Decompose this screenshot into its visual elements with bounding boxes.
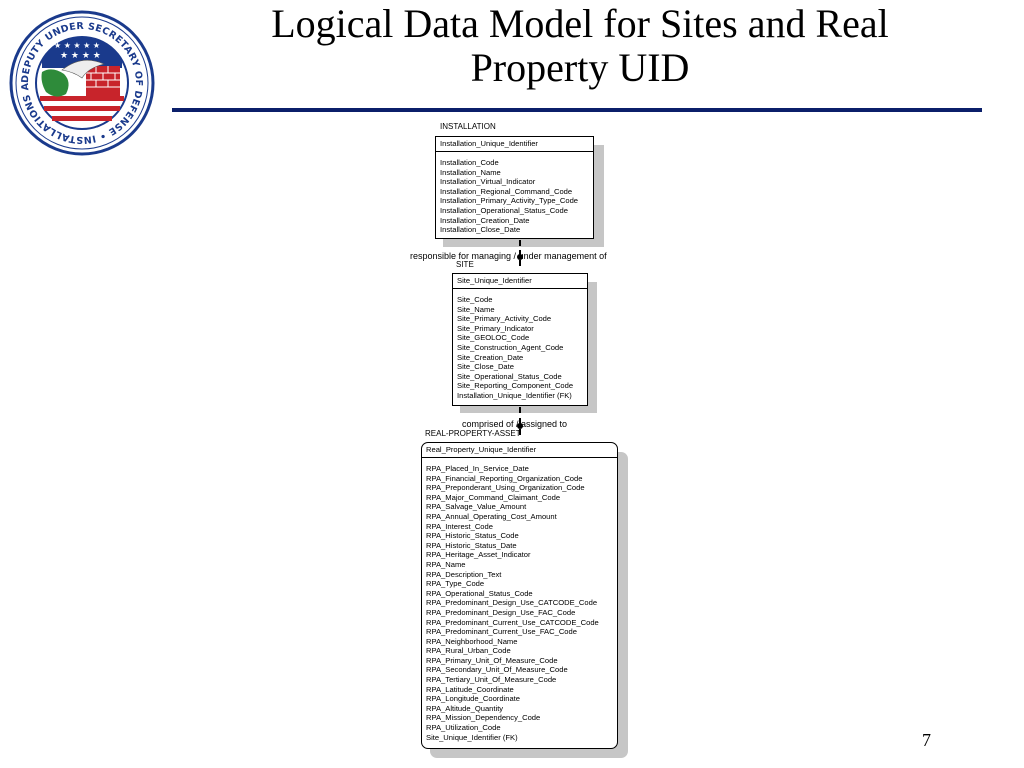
entity-attribute: RPA_Rural_Urban_Code [426, 646, 511, 656]
entity-attribute: RPA_Tertiary_Unit_Of_Measure_Code [426, 675, 557, 685]
entity-attribute: RPA_Secondary_Unit_Of_Measure_Code [426, 665, 568, 675]
entity-attribute: Installation_Regional_Command_Code [440, 186, 573, 196]
primary-key: Real_Property_Unique_Identifier [422, 443, 617, 458]
relationship-cardinality-dot [517, 254, 523, 260]
dusd-ie-seal-logo: ★ ★ ★ ★ ★ ★ ★ ★ ★ DEPUTY UNDER SECRETARY… [3, 2, 156, 156]
relationship-cardinality-dot [517, 423, 523, 429]
entity-attribute: RPA_Predominant_Design_Use_CATCODE_Code [426, 598, 598, 608]
entity-attribute: RPA_Altitude_Quantity [426, 703, 504, 713]
entity-attribute: Installation_Name [440, 167, 501, 177]
entity-attribute: RPA_Mission_Dependency_Code [426, 713, 541, 723]
entity-real-property-asset: Real_Property_Unique_Identifier RPA_Plac… [421, 442, 618, 749]
entity-attribute: RPA_Salvage_Value_Amount [426, 502, 527, 512]
entity-attribute: Installation_Virtual_Indicator [440, 177, 536, 187]
entity-attribute: RPA_Financial_Reporting_Organization_Cod… [426, 473, 583, 483]
entity-attribute: RPA_Major_Command_Claimant_Code [426, 492, 561, 502]
entity-attribute: Installation_Primary_Activity_Type_Code [440, 196, 579, 206]
svg-text:★ ★ ★ ★ ★: ★ ★ ★ ★ ★ [54, 41, 100, 50]
entity-attribute: Site_Unique_Identifier (FK) [426, 732, 518, 742]
entity-attribute: RPA_Operational_Status_Code [426, 588, 533, 598]
entity-attribute: RPA_Predominant_Design_Use_FAC_Code [426, 607, 576, 617]
entity-attribute: RPA_Description_Text [426, 569, 502, 579]
entity-attribute: Installation_Operational_Status_Code [440, 205, 568, 215]
entity-attribute: RPA_Heritage_Asset_Indicator [426, 550, 531, 560]
entity-attribute: RPA_Type_Code [426, 579, 485, 589]
svg-text:★ ★ ★ ★: ★ ★ ★ ★ [60, 51, 101, 61]
entity-attribute: RPA_Placed_In_Service_Date [426, 464, 529, 473]
entity-attribute: Site_Primary_Activity_Code [457, 314, 552, 324]
slide-title: Logical Data Model for Sites and Real Pr… [180, 2, 980, 90]
entity-name-site: SITE [456, 260, 474, 269]
entity-attribute: Site_Construction_Agent_Code [457, 342, 564, 352]
relationship-line [519, 240, 521, 266]
relationship-label: comprised of / assigned to [462, 419, 568, 429]
entity-installation: Installation_Unique_Identifier Installat… [435, 136, 594, 239]
entity-attribute: RPA_Predominant_Current_Use_CATCODE_Code [426, 617, 599, 627]
entity-attribute: Site_GEOLOC_Code [457, 333, 530, 343]
entity-attribute: RPA_Preponderant_Using_Organization_Code [426, 483, 585, 493]
entity-attribute: Installation_Unique_Identifier (FK) [457, 390, 572, 400]
entity-attribute: Installation_Code [440, 158, 499, 167]
entity-attribute: RPA_Neighborhood_Name [426, 636, 518, 646]
entity-attribute: RPA_Longitude_Coordinate [426, 694, 521, 704]
entity-attribute: RPA_Primary_Unit_Of_Measure_Code [426, 655, 558, 665]
entity-attribute: Site_Creation_Date [457, 352, 524, 362]
entity-attribute: RPA_Utilization_Code [426, 723, 501, 733]
entity-attribute: Installation_Creation_Date [440, 215, 530, 225]
entity-attribute: Site_Code [457, 295, 493, 304]
entity-attribute: RPA_Name [426, 559, 466, 569]
slide-title-line-2: Property UID [470, 45, 690, 90]
entity-attribute: RPA_Predominant_Current_Use_FAC_Code [426, 627, 577, 637]
slide-title-line-1: Logical Data Model for Sites and Real [271, 1, 889, 46]
entity-attribute: RPA_Latitude_Coordinate [426, 684, 514, 694]
entity-attribute: RPA_Historic_Status_Code [426, 531, 519, 541]
entity-attribute: Installation_Close_Date [440, 225, 521, 235]
entity-attribute: Site_Operational_Status_Code [457, 371, 562, 381]
primary-key: Site_Unique_Identifier [453, 274, 587, 289]
entity-name-real-property-asset: REAL-PROPERTY-ASSET [425, 429, 521, 438]
entity-attribute: Site_Reporting_Component_Code [457, 381, 574, 391]
entity-name-installation: INSTALLATION [440, 122, 496, 131]
entity-attribute: Site_Primary_Indicator [457, 323, 534, 333]
primary-key: Installation_Unique_Identifier [436, 137, 593, 152]
entity-attribute: Site_Name [457, 304, 495, 314]
entity-attribute: RPA_Interest_Code [426, 521, 493, 531]
relationship-line [519, 407, 521, 435]
title-divider [172, 108, 982, 112]
entity-attribute: RPA_Annual_Operating_Cost_Amount [426, 511, 557, 521]
page-number: 7 [922, 730, 931, 750]
entity-attribute: RPA_Historic_Status_Date [426, 540, 517, 550]
relationship-label: responsible for managing / under managem… [410, 251, 607, 261]
entity-attribute: Site_Close_Date [457, 362, 514, 372]
